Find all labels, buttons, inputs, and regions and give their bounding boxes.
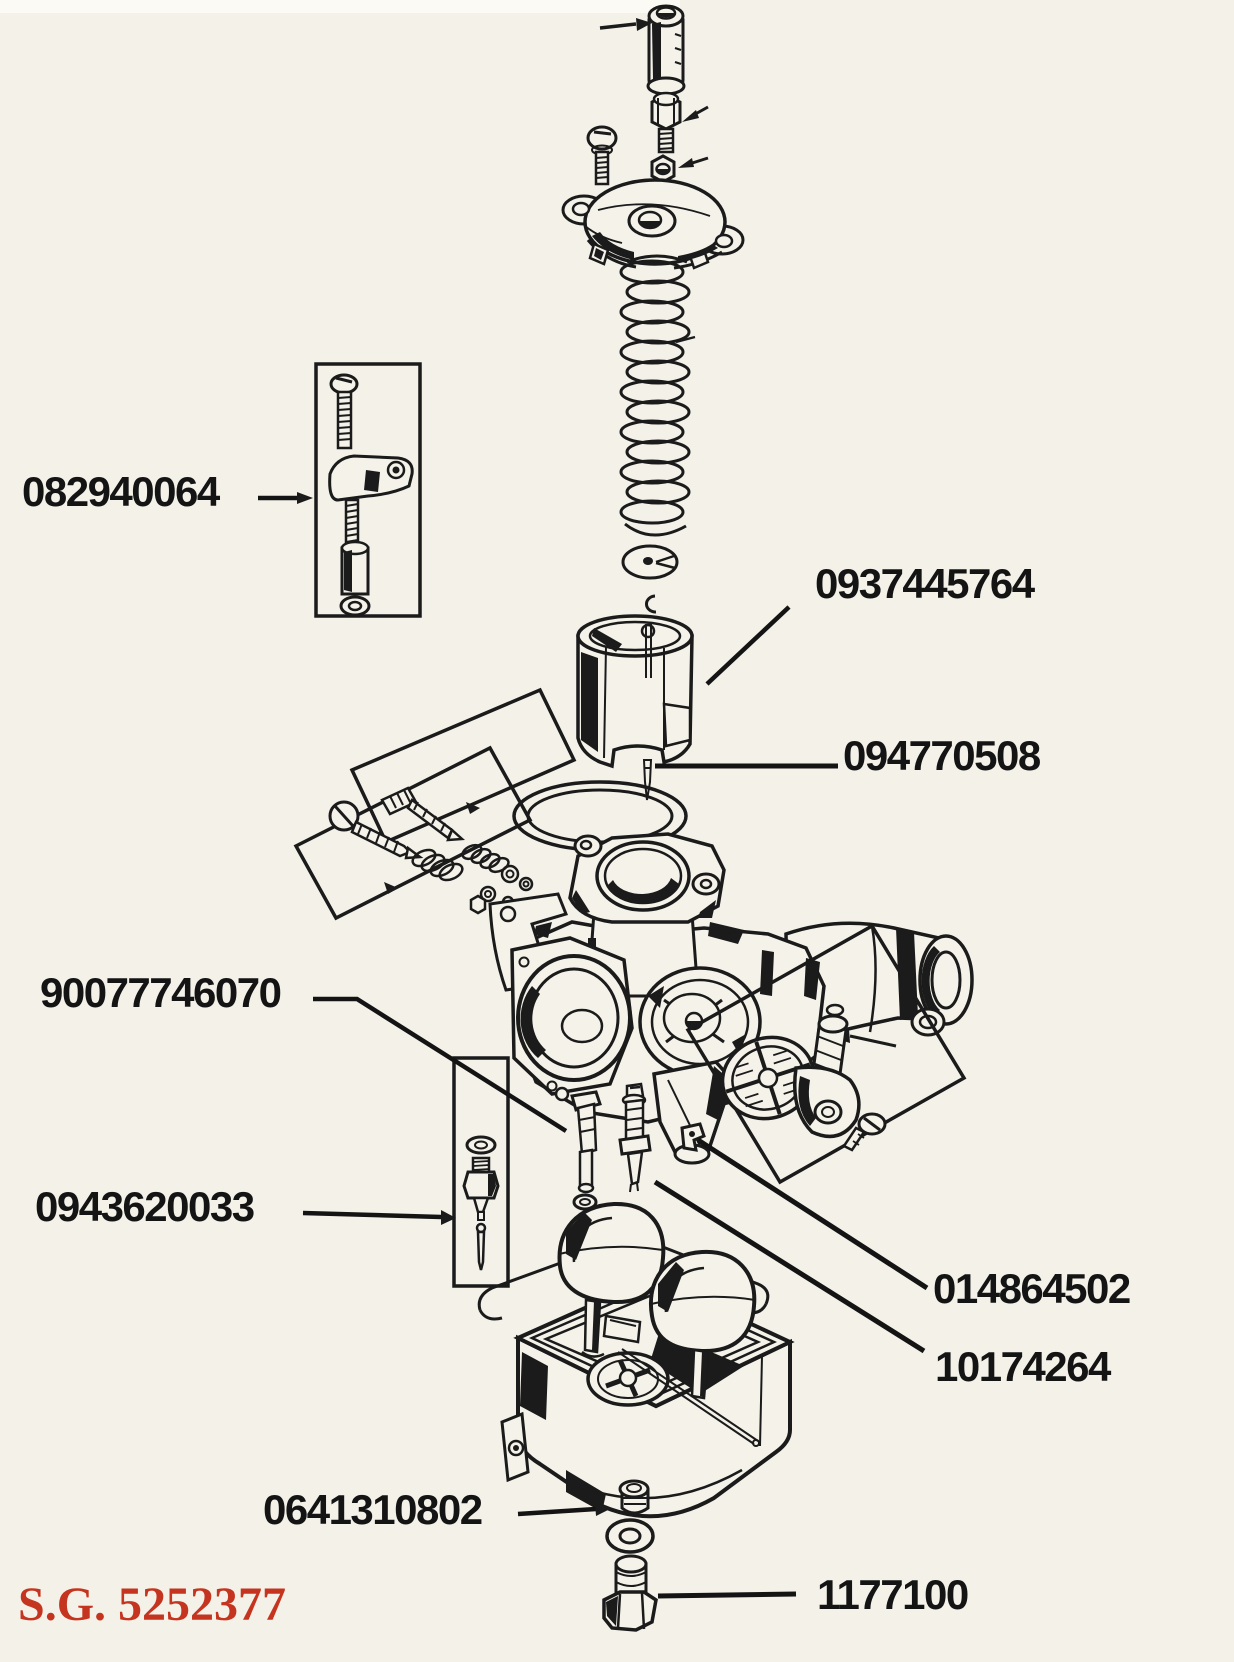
arrow-to-adjuster-screw — [682, 105, 709, 122]
part-label-1177100: 1177100 — [817, 1571, 969, 1618]
throttle-slide — [576, 614, 694, 769]
throttle-spring — [619, 254, 696, 537]
part-label-082940064: 082940064 — [22, 468, 220, 515]
cable-adjuster-screw — [650, 91, 682, 154]
retaining-clip — [680, 1122, 706, 1152]
label-line-0937445764 — [705, 605, 791, 686]
part-label-0943620033: 0943620033 — [35, 1183, 255, 1230]
label-line-90077746070 — [313, 996, 568, 1133]
arrow-to-sleeve — [599, 18, 652, 31]
cap-screw — [586, 125, 618, 186]
label-line-0641310802 — [517, 1502, 612, 1517]
drain-nut — [602, 1554, 658, 1632]
float-pivot-pin — [617, 1348, 760, 1447]
part-label-10174264: 10174264 — [935, 1343, 1111, 1390]
label-line-0943620033 — [302, 1210, 456, 1225]
pilot-jet — [618, 1082, 652, 1193]
drain-screw — [618, 1479, 650, 1515]
inset-box-needle-valve — [452, 1056, 510, 1288]
label-line-014864502 — [696, 1137, 929, 1291]
main-jet-assembly — [570, 1090, 602, 1211]
label-line-1177100 — [657, 1591, 797, 1599]
floats — [557, 1201, 757, 1400]
catalog-code: S.G. 5252377 — [18, 1578, 287, 1631]
cable-lock-nut — [650, 154, 676, 184]
inset-box-throttle-stop — [314, 362, 422, 618]
inset-box-choke-filter — [685, 923, 967, 1185]
drain-washer — [605, 1518, 655, 1554]
part-label-0641310802: 0641310802 — [263, 1486, 483, 1533]
part-label-0937445764: 0937445764 — [815, 560, 1035, 607]
label-line-10174264 — [653, 1179, 926, 1354]
part-label-90077746070: 90077746070 — [40, 969, 282, 1016]
cable-adjuster-sleeve — [646, 4, 686, 96]
carb-top-cap — [561, 178, 745, 270]
part-label-014864502: 014864502 — [933, 1265, 1131, 1312]
arrow-to-nut — [678, 156, 709, 168]
jet-needle — [642, 759, 653, 801]
inset-box-mixture-screws — [293, 687, 577, 921]
needle-e-clip — [645, 594, 657, 614]
label-line-082940064 — [258, 492, 313, 504]
spring-seat-washer — [621, 544, 679, 580]
scan-margin — [0, 0, 680, 13]
part-label-094770508: 094770508 — [843, 732, 1041, 779]
